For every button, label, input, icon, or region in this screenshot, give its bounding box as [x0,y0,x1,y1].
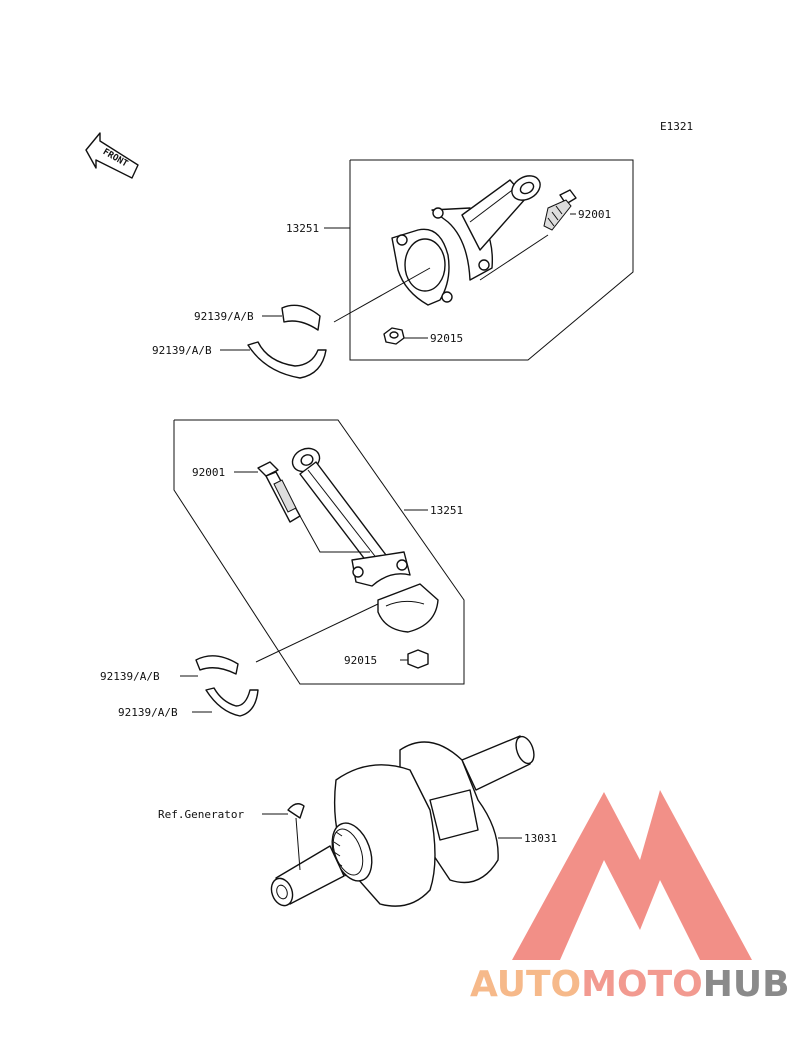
label-mid-bolt: 92001 [192,466,225,479]
top-bearing-lower [247,341,327,379]
top-nut [383,327,405,345]
top-connecting-rod [391,175,541,306]
label-mid-rod: 13251 [430,504,463,517]
label-mid-bearing-lower: 92139/A/B [118,706,178,719]
middle-bearing-upper [195,655,239,675]
diagram-code: E1321 [660,120,693,133]
middle-bolt [257,461,301,523]
watermark-part-moto: MOTO [581,964,703,1005]
watermark-part-auto: AUTO [470,964,581,1005]
label-top-bearing-lower: 92139/A/B [152,344,212,357]
label-top-bolt: 92001 [578,208,611,221]
watermark-part-hub: HUB [703,964,790,1005]
top-group-frame [349,159,634,361]
label-ref-generator: Ref.Generator [158,808,244,821]
woodruff-key [287,803,305,819]
watermark-text: AUTOMOTOHUB [470,964,790,1005]
label-top-rod: 13251 [286,222,319,235]
top-bearing-upper [281,304,321,331]
middle-group-frame [173,419,465,685]
top-group: 13251 92001 92015 92139/A/B 92139/A/B [152,159,634,379]
middle-group: 92001 13251 92015 92139/A/B 92139/A/B [100,419,465,719]
middle-connecting-rod [291,447,439,633]
front-arrow-icon: FRONT [85,132,139,179]
label-top-bearing-upper: 92139/A/B [194,310,254,323]
watermark-logo [512,790,752,960]
middle-nut [407,649,429,669]
top-bolt [543,189,577,231]
label-mid-bearing-upper: 92139/A/B [100,670,160,683]
label-top-nut: 92015 [430,332,463,345]
crankshaft: Ref.Generator 13031 [158,735,557,907]
label-mid-nut: 92015 [344,654,377,667]
label-crankshaft: 13031 [524,832,557,845]
watermark-logo-icon [512,790,752,960]
middle-bearing-lower [205,687,259,717]
